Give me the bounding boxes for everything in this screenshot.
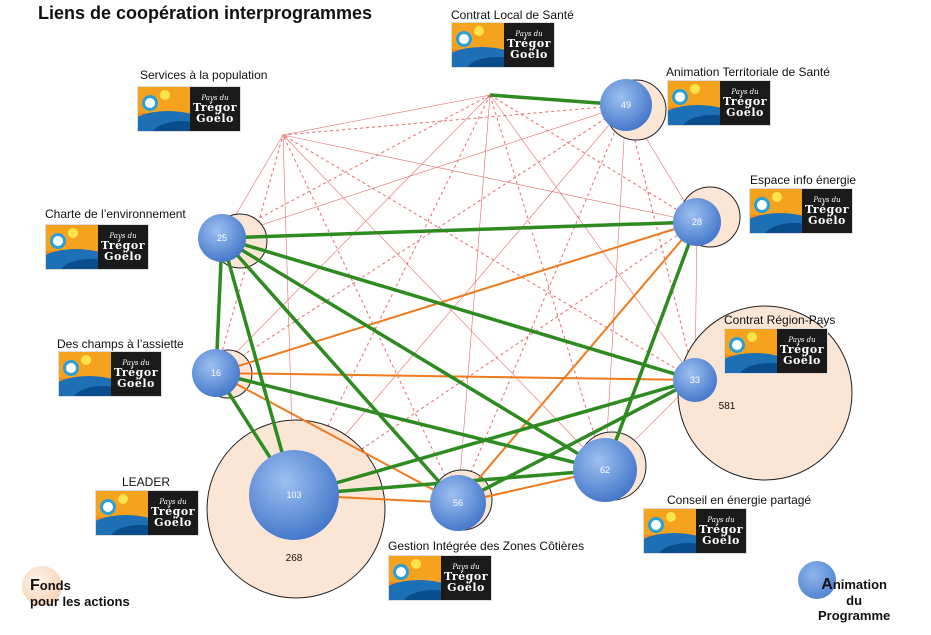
animation-value-dcaa: 16 <box>211 368 221 378</box>
logo-artwork <box>668 81 720 125</box>
animation-value-cep: 62 <box>600 465 610 475</box>
weak-link-ats-leader <box>293 104 627 496</box>
logo-artwork <box>138 87 190 131</box>
weak-link-ats-ce <box>221 104 627 239</box>
programme-label-sap: Services à la population <box>140 68 268 82</box>
animation-circle-cep <box>573 438 637 502</box>
strong-link-eie-cep <box>603 221 699 471</box>
animation-value-crp: 33 <box>690 375 700 385</box>
logo-artwork <box>389 556 441 600</box>
legend-fonds-label: Fonds pour les actions <box>30 577 130 610</box>
logo-artwork <box>750 189 802 233</box>
animation-circle-ce <box>198 214 246 262</box>
legend-fonds-swatch <box>22 566 62 606</box>
programme-label-gizc: Gestion Intégrée des Zones Côtières <box>388 539 585 553</box>
weak-link-gizc-sap <box>282 134 459 504</box>
weak-link-ats-cep <box>604 104 627 471</box>
logo-artwork <box>725 329 777 373</box>
orange-link-gizc-eie <box>457 221 698 504</box>
weak-link-cls-eie <box>489 94 698 223</box>
weak-link-ats-crp <box>625 104 696 381</box>
weak-link-cls-ce <box>221 94 491 239</box>
weak-link-cep-sap <box>282 134 606 471</box>
weak-link-cls-sap <box>282 94 491 136</box>
animation-circle-gizc <box>430 475 486 531</box>
animation-circle-eie <box>673 198 721 246</box>
logo-artwork <box>644 509 696 553</box>
legend-animation-swatch <box>798 561 836 599</box>
orange-link-dcaa-gizc <box>215 372 459 504</box>
animation-circle-crp <box>673 358 717 402</box>
strong-link-dcaa-cep <box>215 371 606 472</box>
programme-label-cep: Conseil en énergie partagé <box>667 493 812 507</box>
programme-label-ce: Charte de l’environnement <box>45 207 186 221</box>
strong-link-leader-crp <box>293 378 696 497</box>
animation-value-eie: 28 <box>692 217 702 227</box>
weak-link-cls-crp <box>489 94 696 381</box>
programme-label-cls: Contrat Local de Santé <box>451 8 574 22</box>
strong-link-ce-eie <box>221 220 698 240</box>
strong-link-crp-gizc <box>457 378 696 505</box>
animation-value-leader: 103 <box>286 490 301 500</box>
logo-artwork <box>96 491 148 535</box>
animation-value-ce: 25 <box>217 233 227 243</box>
logo-artwork <box>46 225 98 269</box>
legend-animation-label: Animation du Programme <box>818 576 891 624</box>
animation-value-gizc: 56 <box>453 498 463 508</box>
weak-link-cls-leader <box>293 94 491 496</box>
orange-link-dcaa-eie <box>215 221 698 374</box>
animation-circle-dcaa <box>192 349 240 397</box>
logo-artwork <box>452 23 504 67</box>
weak-link-dcaa-sap <box>215 134 284 374</box>
logo-artwork <box>59 352 111 396</box>
programme-label-ats: Animation Territoriale de Santé <box>666 65 830 79</box>
programme-label-crp: Contrat Région-Pays <box>724 313 836 327</box>
programme-label-dcaa: Des champs à l’assiette <box>57 337 184 351</box>
weak-link-ats-dcaa <box>215 104 627 374</box>
programme-label-leader: LEADER <box>122 475 171 489</box>
programme-label-eie: Espace info énergie <box>750 173 857 187</box>
weak-link-ats-gizc <box>457 104 627 504</box>
fonds-value-leader: 268 <box>286 553 303 564</box>
weak-link-cls-cep <box>489 94 606 471</box>
weak-link-eie-sap <box>282 134 698 223</box>
strong-link-ce-crp <box>221 236 696 382</box>
animation-circle-leader <box>249 450 339 540</box>
weak-link-ats-sap <box>282 104 627 136</box>
weak-link-crp-sap <box>282 134 696 381</box>
strong-link-ce-cep <box>221 236 606 472</box>
orange-link-dcaa-crp <box>215 372 696 381</box>
animation-circle-ats <box>600 79 652 131</box>
animation-value-ats: 49 <box>621 100 631 110</box>
fonds-value-crp: 581 <box>719 401 736 412</box>
page-title: Liens de coopération interprogrammes <box>38 3 373 23</box>
